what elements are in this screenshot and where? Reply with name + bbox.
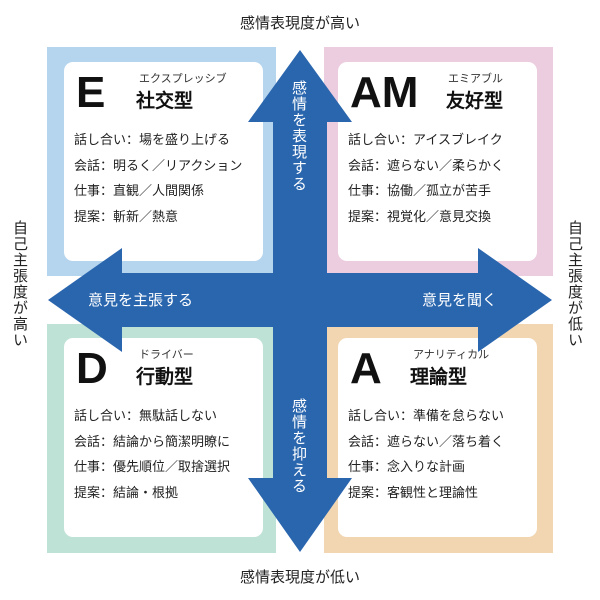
type-details: 話し合い：準備を怠らない 会話：遮らない／落ち着く 仕事：念入りな計画 提案：客… (348, 404, 504, 506)
detail-line: 提案：視覚化／意見交換 (348, 209, 492, 225)
detail-line: 仕事：協働／孤立が苦手 (348, 184, 492, 199)
quadrant-driver: D ドライバー 行動型 話し合い：無駄話しない 会話：結論から簡潔明瞭に 仕事：… (47, 324, 276, 553)
detail-line: 会話：遮らない／落ち着く (348, 434, 505, 450)
axis-right-label: 自己主張度が低い (566, 220, 584, 348)
card-driver: D ドライバー 行動型 話し合い：無駄話しない 会話：結論から簡潔明瞭に 仕事：… (64, 338, 263, 537)
type-letter: A (350, 344, 382, 393)
type-details: 話し合い：無駄話しない 会話：結論から簡潔明瞭に 仕事：優先順位／取捨選択 提案… (74, 404, 230, 506)
type-letter: AM (350, 68, 419, 117)
arrow-up-label: 感情を表現する (290, 80, 308, 192)
detail-line: 話し合い：場を盛り上げる (74, 133, 231, 148)
type-kana: エクスプレッシブ (139, 72, 227, 85)
detail-line: 話し合い：無駄話しない (74, 409, 218, 424)
arrow-left-label: 意見を主張する (88, 291, 194, 309)
type-name: 社交型 (136, 90, 194, 112)
detail-line: 話し合い：アイスブレイク (348, 133, 503, 148)
card-expressive: E エクスプレッシブ 社交型 話し合い：場を盛り上げる 会話：明るく／リアクショ… (64, 62, 263, 261)
type-kana: ドライバー (139, 348, 194, 361)
type-letter: D (76, 344, 108, 393)
quadrant-analytical: A アナリティカル 理論型 話し合い：準備を怠らない 会話：遮らない／落ち着く … (324, 324, 553, 553)
type-name: 友好型 (446, 90, 504, 112)
quadrant-expressive: E エクスプレッシブ 社交型 話し合い：場を盛り上げる 会話：明るく／リアクショ… (47, 47, 276, 276)
detail-line: 仕事：念入りな計画 (348, 460, 466, 475)
type-kana: エミアブル (448, 72, 503, 85)
detail-line: 会話：明るく／リアクション (74, 158, 243, 174)
axis-bottom-label: 感情表現度が低い (239, 568, 360, 586)
detail-line: 仕事：直観／人間関係 (74, 184, 205, 199)
detail-line: 提案：結論・根拠 (74, 485, 179, 501)
type-details: 話し合い：アイスブレイク 会話：遮らない／柔らかく 仕事：協働／孤立が苦手 提案… (348, 128, 504, 230)
card-amiable: AM エミアブル 友好型 話し合い：アイスブレイク 会話：遮らない／柔らかく 仕… (338, 62, 537, 261)
arrow-down-label: 感情を抑える (290, 398, 308, 494)
detail-line: 会話：結論から簡潔明瞭に (74, 434, 231, 450)
detail-line: 話し合い：準備を怠らない (348, 409, 505, 424)
card-analytical: A アナリティカル 理論型 話し合い：準備を怠らない 会話：遮らない／落ち着く … (338, 338, 537, 537)
type-name: 行動型 (136, 366, 194, 388)
type-name: 理論型 (410, 366, 468, 388)
detail-line: 会話：遮らない／柔らかく (348, 158, 505, 174)
type-kana: アナリティカル (413, 348, 490, 361)
detail-line: 提案：客観性と理論性 (348, 485, 479, 501)
arrow-right-label: 意見を聞く (422, 291, 498, 309)
detail-line: 提案：斬新／熱意 (74, 209, 179, 225)
type-letter: E (76, 68, 106, 117)
four-way-arrow-shape (48, 50, 552, 552)
axis-top-label: 感情表現度が高い (239, 14, 360, 32)
quadrant-amiable: AM エミアブル 友好型 話し合い：アイスブレイク 会話：遮らない／柔らかく 仕… (324, 47, 553, 276)
detail-line: 仕事：優先順位／取捨選択 (74, 460, 231, 475)
type-details: 話し合い：場を盛り上げる 会話：明るく／リアクション 仕事：直観／人間関係 提案… (74, 128, 242, 230)
axis-left-label: 自己主張度が高い (11, 220, 29, 348)
